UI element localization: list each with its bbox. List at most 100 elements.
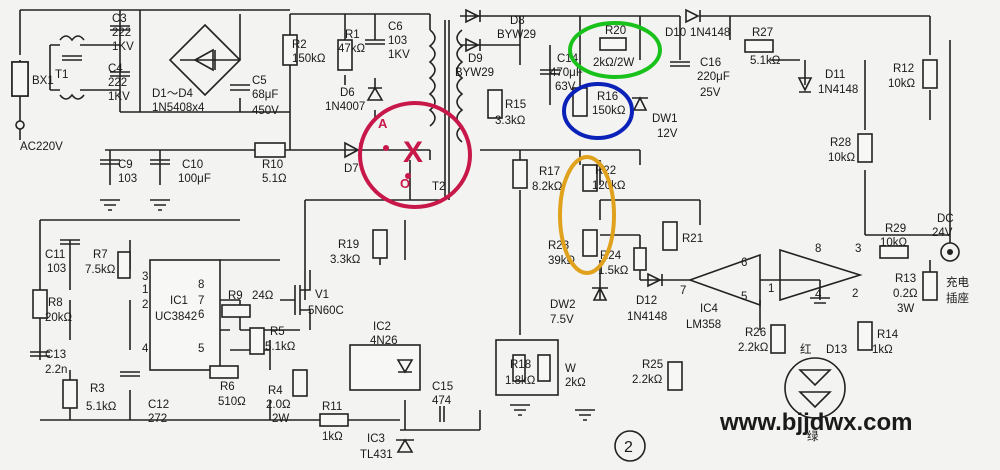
mosfet-v1 <box>280 270 311 330</box>
r12-name: R12 <box>893 63 914 75</box>
r4-value: 2.0Ω <box>266 399 291 411</box>
r6-value: 510Ω <box>218 396 246 408</box>
c5-name: C5 <box>252 75 267 87</box>
watermark: www.bjjdwx.com <box>719 409 912 436</box>
dw2-value: 7.5V <box>550 314 574 326</box>
r3-value: 5.1kΩ <box>86 401 117 413</box>
r26-name: R26 <box>745 327 766 339</box>
r1-name: R1 <box>345 29 360 41</box>
c5-value: 68μF <box>252 89 278 101</box>
r6-name: R6 <box>220 381 235 393</box>
resistor-r23 <box>582 229 598 257</box>
diode-d11 <box>797 77 813 93</box>
resistor-r6 <box>209 365 239 379</box>
c6-name: C6 <box>388 21 403 33</box>
c11-value: 103 <box>47 263 66 275</box>
resistor-r28 <box>857 133 873 163</box>
resistor-r15 <box>487 89 503 119</box>
output-dc-label: DC <box>937 213 954 225</box>
ic1-name: IC1 <box>170 295 188 307</box>
r18-name: R18 <box>510 359 531 371</box>
r16-name: R16 <box>597 91 618 103</box>
d8-name: D8 <box>510 15 525 27</box>
r13-watt: 3W <box>897 303 914 315</box>
capacitor-c11 <box>60 239 80 245</box>
v1-name: V1 <box>315 289 329 301</box>
r10-value: 5.1Ω <box>262 173 287 185</box>
ic1-pin-8: 8 <box>198 279 204 291</box>
c9-value: 103 <box>118 173 137 185</box>
resistor-r2 <box>282 34 298 66</box>
led-color-label: 红 <box>800 343 812 356</box>
resistor-r5 <box>249 327 265 355</box>
resistor-r17 <box>512 159 528 189</box>
r9-name: R9 <box>228 290 243 302</box>
c6-voltage: 1KV <box>388 49 410 61</box>
capacitor-c6 <box>365 39 385 45</box>
potentiometer-w <box>537 354 551 382</box>
r8-name: R8 <box>48 297 63 309</box>
c11-name: C11 <box>45 249 65 261</box>
optocoupler-led <box>396 359 414 374</box>
d7-name: D7 <box>344 163 359 175</box>
d9-name: D9 <box>468 53 483 65</box>
ic1-pin-4: 4 <box>142 343 149 355</box>
dw1-name: DW1 <box>652 113 678 125</box>
r25-name: R25 <box>642 359 663 371</box>
capacitor-c15 <box>439 406 445 422</box>
led-d13 <box>784 357 846 419</box>
w-value: 2kΩ <box>565 377 586 389</box>
diode-d10 <box>685 8 701 24</box>
regulator-ic3 <box>396 438 414 453</box>
c15-name: C15 <box>432 381 453 393</box>
capacitor-c14 <box>540 69 560 75</box>
feedback-box <box>495 339 559 396</box>
diode-d8 <box>465 8 481 24</box>
r13-value: 0.2Ω <box>893 288 918 300</box>
capacitor-c9 <box>100 159 120 165</box>
ic1-pin-6: 6 <box>198 309 204 321</box>
c13-value: 2.2n <box>45 364 67 376</box>
ic4-name: IC4 <box>700 303 719 315</box>
resistor-r12 <box>922 59 938 89</box>
op-pin-7: 7 <box>680 285 686 297</box>
point-a-dot <box>383 145 389 151</box>
resistor-r27 <box>744 39 774 53</box>
r7-name: R7 <box>93 249 108 261</box>
c9-name: C9 <box>118 159 133 171</box>
dw2-name: DW2 <box>550 299 576 311</box>
c6-value: 103 <box>388 35 407 47</box>
resistor-r24 <box>633 247 647 271</box>
c10-value: 100μF <box>178 173 211 185</box>
r14-value: 1kΩ <box>872 344 893 356</box>
resistor-r29 <box>879 245 909 259</box>
r13-name: R13 <box>895 273 916 285</box>
r16-value: 150kΩ <box>592 105 626 117</box>
optocoupler-ic2 <box>349 344 421 391</box>
resistor-r13 <box>922 271 938 301</box>
led-extra-label: 绿 <box>807 429 819 443</box>
d10-name: D10 <box>665 27 686 39</box>
r27-name: R27 <box>752 27 773 39</box>
d9-value: BYW29 <box>455 67 494 79</box>
r24-value: 1.5kΩ <box>598 265 629 277</box>
point-a-label: A <box>378 116 388 131</box>
t2-name: T2 <box>432 181 445 193</box>
r4-name: R4 <box>268 385 283 397</box>
d6-name: D6 <box>340 87 355 99</box>
r29-name: R29 <box>885 223 906 235</box>
resistor-r10 <box>254 142 286 158</box>
socket-label-2: 插座 <box>946 291 969 305</box>
c15-value: 474 <box>432 395 452 407</box>
point-o-dot <box>405 173 411 179</box>
r4-watt: 2W <box>272 413 289 425</box>
point-o-label: O <box>400 176 410 191</box>
dw1-value: 12V <box>657 128 678 140</box>
r11-name: R11 <box>322 401 342 413</box>
r9-value: 24Ω <box>252 290 274 302</box>
r29-value: 10kΩ <box>880 237 908 249</box>
r15-name: R15 <box>505 99 526 111</box>
r20-name: R20 <box>605 25 626 37</box>
r7-value: 7.5kΩ <box>85 264 116 276</box>
ic1-pin-2: 2 <box>142 299 148 311</box>
